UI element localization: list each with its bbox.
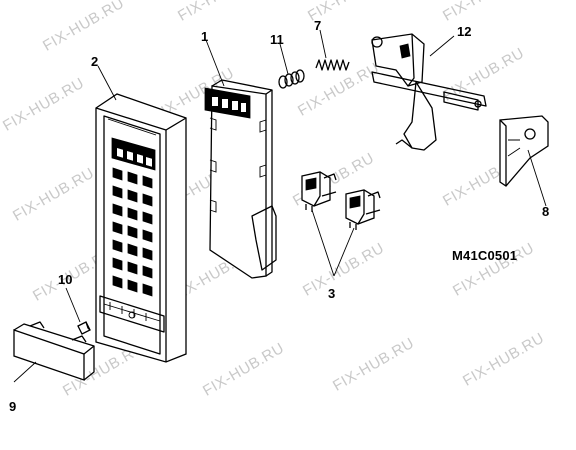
keypad-key	[112, 239, 123, 253]
long-spring	[315, 59, 350, 71]
callout-8: 8	[542, 204, 550, 219]
callout-10: 10	[58, 272, 73, 287]
keypad-key	[142, 247, 153, 261]
callout-11: 11	[270, 32, 284, 47]
callout-9: 9	[9, 399, 17, 414]
keypad-key	[127, 225, 138, 239]
keypad-key	[127, 189, 138, 203]
keypad-key	[142, 211, 153, 225]
keypad-key	[112, 167, 123, 181]
keypad-buttons	[112, 167, 153, 297]
keypad-key	[142, 193, 153, 207]
keypad-key	[112, 185, 123, 199]
callout-7: 7	[314, 18, 322, 33]
control-circuit-board	[204, 79, 277, 279]
keypad-key	[127, 261, 138, 275]
leader-lines	[13, 29, 547, 383]
microswitch-left	[301, 171, 337, 212]
keypad-key	[142, 175, 153, 189]
door-release-lever	[371, 33, 487, 151]
keypad-key	[112, 275, 123, 289]
callout-1: 1	[201, 29, 209, 44]
callout-3: 3	[328, 286, 336, 301]
callout-12: 12	[457, 24, 472, 39]
keypad-key	[112, 221, 123, 235]
callout-2: 2	[91, 54, 99, 69]
release-button-cover	[13, 321, 95, 381]
small-pin	[77, 321, 91, 335]
keypad-key	[127, 171, 138, 185]
keypad-key	[112, 257, 123, 271]
bracket	[499, 115, 549, 187]
microswitch-right	[345, 189, 381, 230]
keypad-key	[112, 203, 123, 217]
keypad-key	[127, 207, 138, 221]
keypad-key	[127, 279, 138, 293]
keypad-key	[127, 243, 138, 257]
small-spring	[278, 69, 305, 89]
keypad-key	[142, 283, 153, 297]
control-panel-front	[95, 93, 187, 363]
drawing-code-label: M41C0501	[452, 248, 518, 263]
keypad-key	[142, 229, 153, 243]
keypad-key	[142, 265, 153, 279]
